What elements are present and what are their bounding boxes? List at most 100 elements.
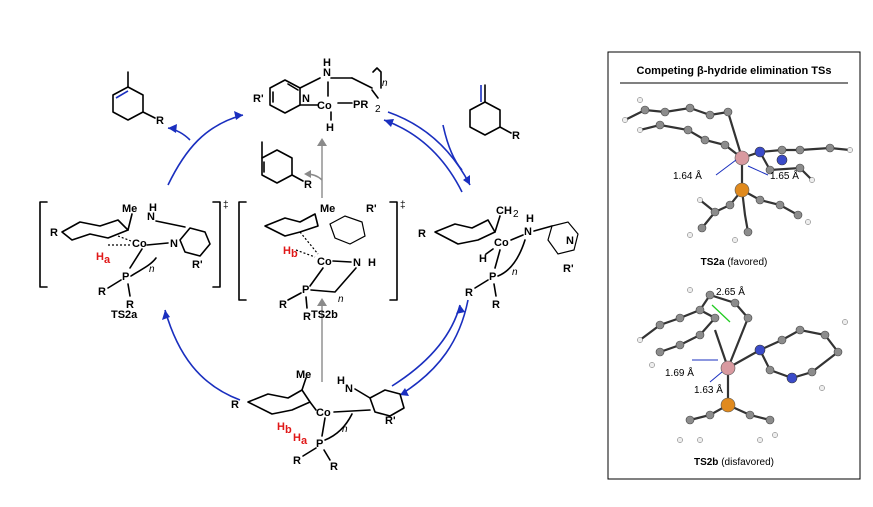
bottom-rprime: R'	[385, 415, 396, 427]
ts2b-hb-sub: b	[291, 248, 298, 260]
ts2a-caption: TS2a (favored)	[701, 257, 768, 268]
phosphorus-atom	[734, 182, 750, 198]
cobalt-atom	[734, 150, 750, 166]
ts2a-p: P	[122, 271, 129, 283]
phosphine-label: PR	[353, 99, 368, 111]
nitrogen-atom	[786, 372, 798, 384]
bottom-hb-sub: b	[285, 424, 292, 436]
n-label: n	[382, 78, 388, 89]
right-n: N	[524, 226, 532, 238]
bottom-ha: H	[293, 432, 301, 444]
right-co-h: H	[479, 253, 487, 265]
right-co: Co	[494, 237, 509, 249]
arrow-ts2a-to-catalyst	[167, 114, 244, 186]
product-left: R	[112, 71, 164, 127]
arrow-substrate-in	[442, 124, 463, 171]
bottom-r2: R	[330, 461, 338, 473]
distance-pointer	[715, 159, 737, 176]
bracket-right	[389, 201, 398, 301]
ts2a-ha: H	[96, 251, 104, 263]
nitrogen-label: N	[323, 67, 331, 79]
arrowhead	[384, 119, 394, 127]
ts2a-3d-model: 1.64 Å 1.65 Å TS2a (favored)	[622, 97, 853, 268]
distance-pointer	[747, 165, 769, 176]
right-rprime: R'	[563, 263, 574, 275]
product-middle-r: R	[304, 179, 312, 191]
right-n-h: H	[526, 213, 534, 225]
arrowhead	[304, 170, 311, 178]
bottom-n: N	[345, 383, 353, 395]
ts2a-r2: R	[126, 299, 134, 311]
ts2b-r2: R	[303, 311, 311, 323]
ts2b-nh: N	[353, 257, 361, 269]
cobalt-atom	[720, 360, 736, 376]
right-ch2: CH	[496, 205, 512, 217]
bottom-n-sub: n	[342, 424, 348, 435]
bottom-complex: R Me Co H b H a N H R' P n R R	[231, 369, 405, 473]
r-prime-label: R'	[253, 93, 264, 105]
right-sub2: 2	[513, 209, 519, 220]
nh-hydrogen-label: H	[323, 57, 331, 69]
ts2b-3d-model: 2.65 Å 1.69 Å 1.63 Å TS2b (disfavored)	[637, 285, 848, 468]
ts2b-distance-2: 1.69 Å	[665, 366, 694, 379]
ts2a-caption-rest: (favored)	[727, 257, 767, 268]
ts2a-r1: R	[98, 286, 106, 298]
distance-pointer	[709, 371, 723, 383]
panel-title: Competing β-hydride elimination TSs	[637, 65, 832, 77]
product-middle: R	[261, 141, 312, 191]
arrowhead	[456, 305, 465, 314]
ts2a-co: Co	[132, 238, 147, 250]
nitrogen-atom	[776, 154, 788, 166]
ts2b-p: P	[302, 284, 309, 296]
ts2b-dagger: ‡	[400, 200, 406, 211]
ts2a-ha-sub: a	[104, 254, 111, 266]
bottom-co: Co	[316, 407, 331, 419]
arrow-bottom-to-ts2a	[164, 309, 241, 401]
bracket-left	[39, 201, 48, 288]
ts2a-nh-h: H	[149, 202, 157, 214]
ts2b-caption-bold: TS2b	[694, 457, 718, 468]
ts2b-caption-rest: (disfavored)	[721, 457, 774, 468]
ts2a-r: R	[50, 227, 58, 239]
bottom-p: P	[316, 438, 323, 450]
bottom-hb: H	[277, 421, 285, 433]
right-n-sub: n	[512, 267, 518, 278]
ts2b-label: TS2b	[311, 309, 338, 321]
pyridine-ring	[269, 79, 301, 114]
ts2a-n: n	[149, 264, 155, 275]
ts2a-nh: N	[147, 211, 155, 223]
ts2b-co: Co	[317, 256, 332, 268]
arrow-right-to-catalyst	[383, 119, 463, 193]
pyridine-n-label: N	[302, 93, 310, 105]
subscript-2: 2	[375, 104, 381, 115]
ts2a-rprime: R'	[192, 259, 203, 271]
ts2a-pyN: N	[170, 238, 178, 250]
ts2b-hb: H	[283, 245, 291, 257]
co-hydride-label: H	[326, 122, 334, 134]
ts2a-structure: ‡ Me R Co H a N H N P n R R R' TS2a	[39, 200, 229, 321]
bottom-r: R	[231, 399, 239, 411]
bracket-right	[212, 201, 221, 288]
ts2b-h: H	[368, 257, 376, 269]
right-complex: R CH 2 Co H N H N R' P n R R	[418, 205, 579, 311]
bracket-left	[238, 201, 247, 301]
bottom-me: Me	[296, 369, 311, 381]
arrowhead	[317, 298, 327, 306]
right-r: R	[418, 228, 426, 240]
substrate-r: R	[512, 130, 520, 142]
cycle-arrows	[162, 111, 471, 401]
bottom-ha-sub: a	[301, 435, 308, 447]
ts2a-distance-2: 1.65 Å	[770, 169, 799, 182]
ts2a-distance-1: 1.64 Å	[673, 169, 702, 182]
product-left-r: R	[156, 115, 164, 127]
substrate-right: R	[469, 84, 520, 142]
ts2a-caption-bold: TS2a	[701, 257, 725, 268]
arrow-bottom-to-right	[391, 304, 461, 387]
bottom-r1: R	[293, 455, 301, 467]
arrowhead	[317, 138, 327, 146]
right-r2: R	[492, 299, 500, 311]
distance-line-green	[711, 304, 731, 323]
catalyst-complex-top: N H Co N R' PR 2 n H	[253, 57, 388, 134]
ts2b-caption: TS2b (disfavored)	[694, 457, 774, 468]
